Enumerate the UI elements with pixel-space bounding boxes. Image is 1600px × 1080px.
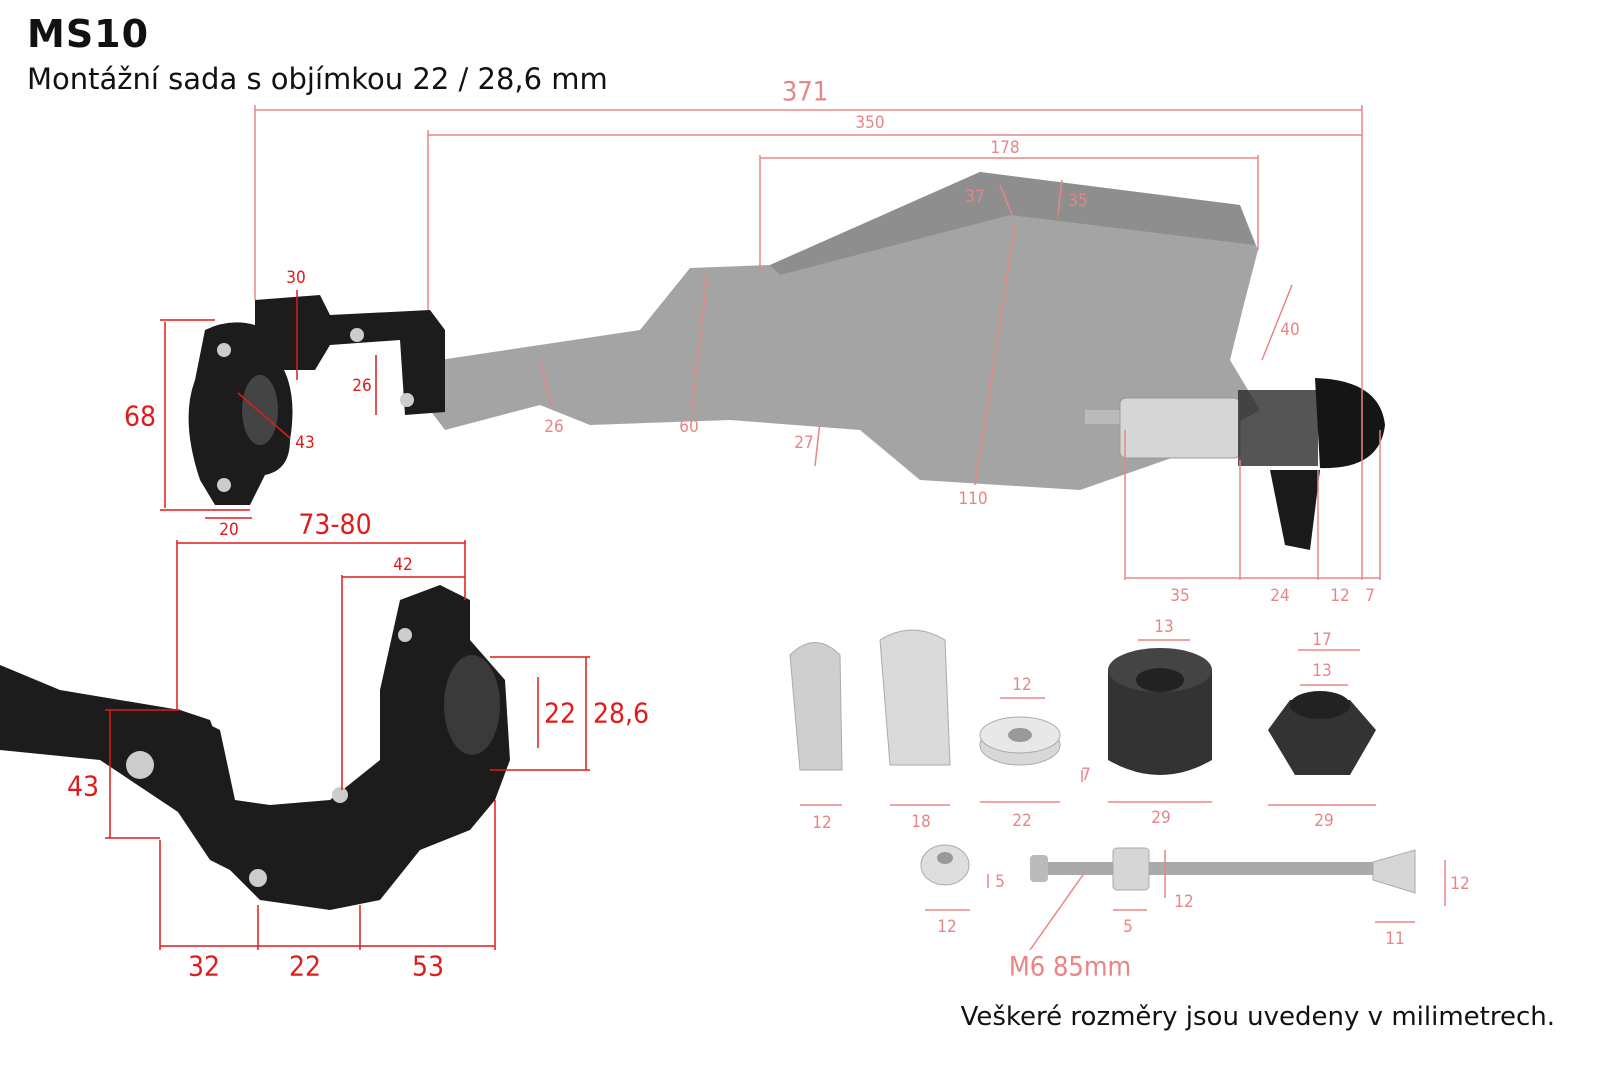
dim-26: 26 (544, 417, 564, 437)
dim-top-width: 178 (990, 138, 1020, 158)
dim-front-22: 22 (288, 949, 322, 983)
dim-37: 37 (965, 187, 985, 207)
dim-span: 73-80 (298, 507, 372, 541)
dim-spacer-height: 7 (1081, 765, 1091, 785)
dim-end-12: 12 (1330, 586, 1350, 606)
dim-clamp-30: 30 (286, 268, 306, 288)
bar-end-image (1085, 378, 1385, 550)
dim-spacer-width: 22 (1012, 811, 1032, 831)
dim-overall-length: 371 (781, 76, 829, 108)
dimension-lines-faded (254, 105, 1446, 951)
dim-clamp-26: 26 (352, 376, 372, 396)
dim-bore-22: 22 (543, 696, 577, 730)
dim-nut-diameter: 12 (1450, 874, 1470, 894)
dim-clamp-20: 20 (219, 520, 239, 540)
dim-nut-width: 11 (1385, 929, 1405, 949)
dim-cone-top: 17 (1312, 630, 1332, 650)
dim-60: 60 (679, 417, 699, 437)
dim-washer-width: 12 (937, 917, 957, 937)
dim-cone-width: 29 (1314, 811, 1334, 831)
dim-insert2-width: 18 (911, 812, 931, 832)
dim-bushing-diameter: 12 (1174, 892, 1194, 912)
dim-end-7: 7 (1365, 586, 1375, 606)
dim-weight-bore: 13 (1154, 617, 1174, 637)
clamp-front-image (0, 585, 510, 910)
dim-insert1-width: 12 (812, 813, 832, 833)
dim-clamp-43: 43 (295, 433, 315, 453)
parts-image (789, 629, 1416, 894)
product-code: MS10 (27, 12, 150, 56)
dim-42: 42 (393, 555, 413, 575)
units-note: Veškeré rozměry jsou uvedeny v milimetre… (960, 1002, 1555, 1032)
dim-clamp-68: 68 (123, 399, 157, 433)
product-subtitle: Montážní sada s objímkou 22 / 28,6 mm (27, 62, 608, 96)
dim-length: 350 (855, 113, 885, 133)
dim-front-32: 32 (187, 949, 221, 983)
dim-110: 110 (958, 489, 988, 509)
dimension-lines-strong (105, 290, 590, 950)
dim-front-53: 53 (411, 949, 445, 983)
dim-weight-width: 29 (1151, 808, 1171, 828)
clamp-side-image (188, 295, 445, 505)
dim-front-43: 43 (66, 769, 100, 803)
dim-bushing-width: 5 (1123, 917, 1133, 937)
dim-27: 27 (794, 433, 814, 453)
handguard-image (430, 172, 1260, 490)
dim-40: 40 (1280, 320, 1300, 340)
dim-cone-bore: 13 (1312, 661, 1332, 681)
screw-spec: M6 85mm (1008, 951, 1132, 983)
dim-spacer-bore: 12 (1012, 675, 1032, 695)
dim-35: 35 (1068, 191, 1088, 211)
dim-end-24: 24 (1270, 586, 1290, 606)
dim-bore-28-6: 28,6 (592, 696, 650, 730)
dim-washer-height: 5 (995, 872, 1005, 892)
dim-end-35: 35 (1170, 586, 1190, 606)
